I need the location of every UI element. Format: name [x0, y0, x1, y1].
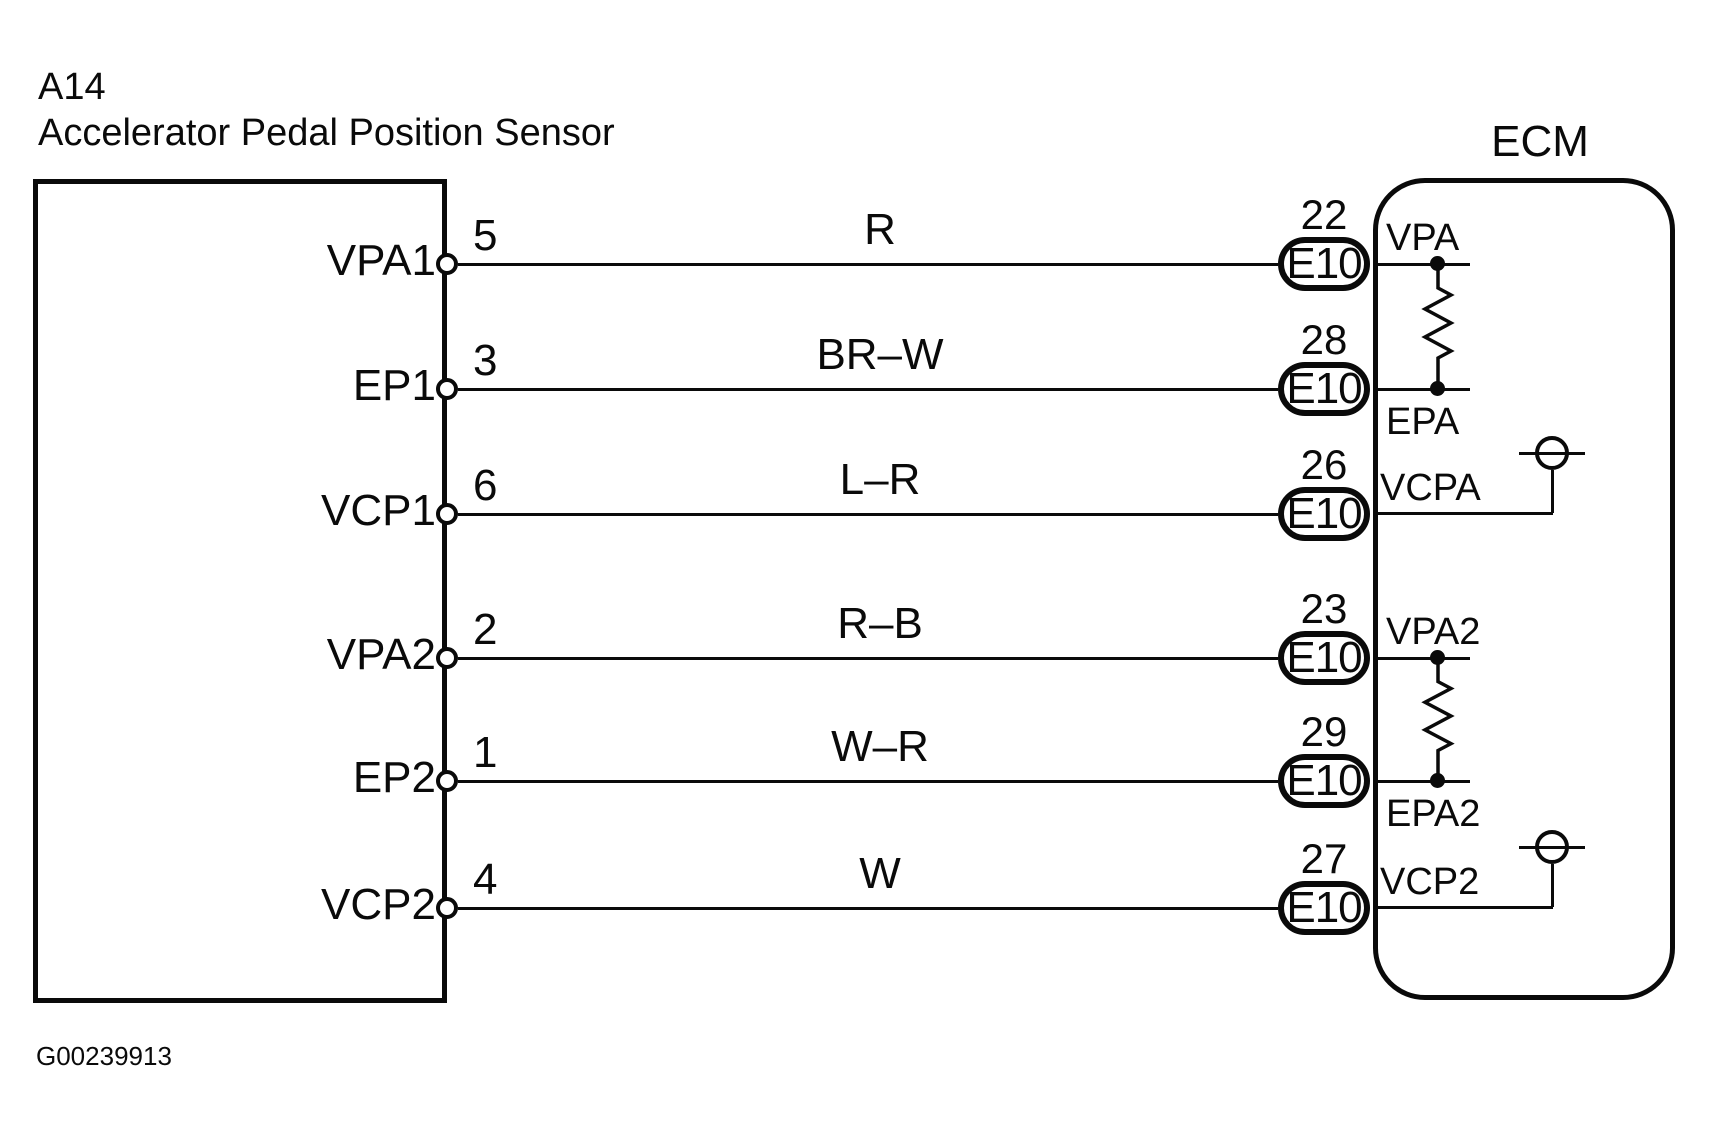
ecm-pin-label: VCP2: [1380, 861, 1480, 903]
connector-id: E10: [1286, 633, 1362, 682]
connector-id: E10: [1286, 756, 1362, 805]
sensor-pin-number: 1: [473, 728, 498, 777]
supply-stem-wire: [1551, 470, 1554, 513]
sensor-pin-label: EP1: [352, 361, 436, 410]
ecm-stub-wire: [1373, 388, 1470, 391]
sensor-pin-label: VCP1: [321, 486, 436, 535]
wire-line: [458, 907, 1278, 910]
figure-id: G00239913: [36, 1041, 172, 1071]
component-title: Accelerator Pedal Position Sensor: [38, 112, 615, 154]
connector-id: E10: [1286, 364, 1362, 413]
sensor-pin-number: 2: [473, 605, 498, 654]
connector-pill: E10: [1278, 362, 1370, 416]
sensor-pin-number: 5: [473, 211, 498, 260]
terminal-circle-icon: [436, 647, 458, 669]
ecm-pin-label: EPA: [1386, 401, 1460, 443]
terminal-circle-icon: [436, 897, 458, 919]
ecm-terminal-number: 28: [1300, 316, 1348, 363]
wire-color-label: BR–W: [816, 330, 944, 379]
resistor-icon: [1421, 658, 1455, 781]
terminal-circle-icon: [436, 770, 458, 792]
wire-color-label: W–R: [831, 722, 929, 771]
ecm-terminal-number: 26: [1300, 441, 1348, 488]
terminal-circle-icon: [436, 253, 458, 275]
sensor-pin-number: 4: [473, 855, 498, 904]
junction-dot: [1430, 256, 1445, 271]
connector-pill: E10: [1278, 754, 1370, 808]
wire-line: [458, 388, 1278, 391]
ecm-box: [1373, 178, 1675, 1000]
connector-pill: E10: [1278, 631, 1370, 685]
junction-dot: [1430, 650, 1445, 665]
wire-color-label: R–B: [837, 599, 923, 648]
connector-id: E10: [1286, 883, 1362, 932]
wire-line: [458, 263, 1278, 266]
ecm-terminal-number: 29: [1300, 708, 1348, 755]
power-crossbar-icon: [1519, 452, 1585, 455]
ecm-terminal-number: 27: [1300, 835, 1348, 882]
ecm-pin-label: VCPA: [1380, 467, 1481, 509]
ecm-terminal-number: 23: [1300, 585, 1348, 632]
wire-line: [458, 657, 1278, 660]
sensor-pin-label: VPA1: [326, 236, 436, 285]
ecm-terminal-number: 22: [1300, 191, 1348, 238]
wire-line: [458, 513, 1278, 516]
sensor-pin-label: VPA2: [326, 630, 436, 679]
connector-pill: E10: [1278, 237, 1370, 291]
wire-color-label: W: [859, 849, 901, 898]
connector-id: E10: [1286, 239, 1362, 288]
wire-color-label: R: [864, 205, 896, 254]
terminal-circle-icon: [436, 378, 458, 400]
ecm-pin-label: EPA2: [1386, 793, 1481, 835]
component-id: A14: [38, 66, 106, 108]
connector-pill: E10: [1278, 881, 1370, 935]
ecm-title: ECM: [1491, 117, 1589, 166]
connector-pill: E10: [1278, 487, 1370, 541]
sensor-pin-number: 3: [473, 336, 498, 385]
ecm-pin-label: VPA: [1386, 217, 1460, 259]
ecm-stub-wire: [1373, 780, 1470, 783]
sensor-pin-number: 6: [473, 461, 498, 510]
ecm-internal-wire: [1373, 512, 1553, 515]
power-crossbar-icon: [1519, 846, 1585, 849]
ecm-stub-wire: [1373, 263, 1470, 266]
ecm-internal-wire: [1373, 906, 1553, 909]
sensor-box: [33, 179, 447, 1003]
supply-stem-wire: [1551, 864, 1554, 907]
sensor-pin-label: VCP2: [321, 880, 436, 929]
ecm-stub-wire: [1373, 657, 1470, 660]
ecm-pin-label: VPA2: [1386, 611, 1481, 653]
wire-line: [458, 780, 1278, 783]
wire-color-label: L–R: [839, 455, 921, 504]
terminal-circle-icon: [436, 503, 458, 525]
sensor-pin-label: EP2: [352, 753, 436, 802]
connector-id: E10: [1286, 489, 1362, 538]
resistor-icon: [1421, 264, 1455, 389]
